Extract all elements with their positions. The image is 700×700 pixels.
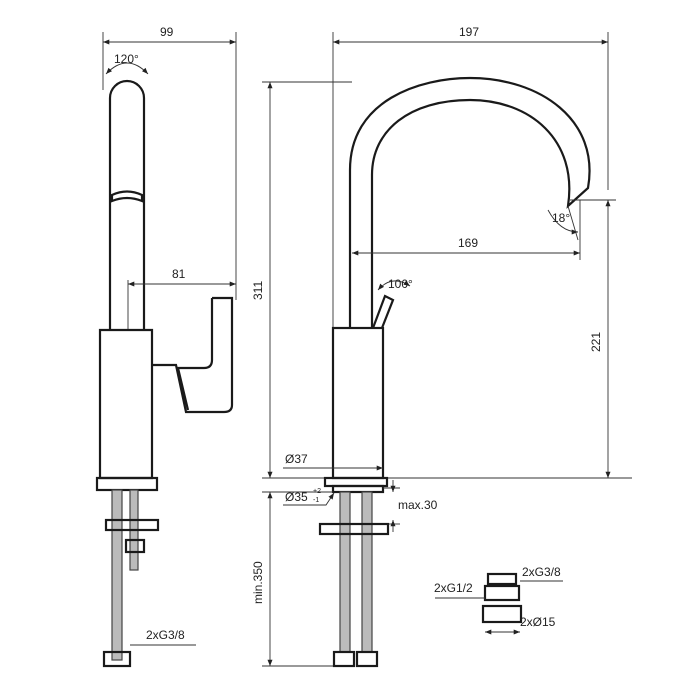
- width-label: 99: [160, 25, 174, 39]
- connection-label: 2xG3/8: [146, 628, 185, 642]
- hose: [111, 489, 123, 661]
- lever: [152, 296, 234, 414]
- hole-tolerance-lower: -1: [313, 497, 319, 504]
- spout-angle-label: 18°: [552, 211, 570, 225]
- min-length-label: min.350: [251, 561, 265, 604]
- adapter-inlet: [481, 604, 523, 624]
- aerator: [110, 190, 144, 203]
- hole-diameter-label: Ø35: [285, 490, 308, 504]
- lever-offset-label: 81: [172, 267, 186, 281]
- adapter-detail: 2xG3/8 2xG1/2 2xØ15: [434, 565, 563, 635]
- hose-nut: [102, 650, 132, 668]
- adapter-body: [483, 584, 521, 602]
- base-plate: [323, 476, 389, 488]
- front-view: 197 311 18° 169 221 100° Ø37 Ø35 +2 -1: [251, 25, 632, 668]
- outlet-label: 2xG3/8: [522, 565, 561, 579]
- rotation-arc: [105, 62, 149, 75]
- inlet-label: 2xG1/2: [434, 581, 473, 595]
- adapter-outlet: [486, 572, 518, 586]
- spout-height-label: 221: [589, 332, 603, 352]
- spout: [348, 76, 591, 328]
- max-thickness-label: max.30: [398, 498, 438, 512]
- body-diameter-label: Ø37: [285, 452, 308, 466]
- height-label: 311: [251, 281, 265, 300]
- hose-left: [339, 491, 351, 653]
- hose-right: [361, 491, 373, 653]
- pipe-label: 2xØ15: [520, 615, 556, 629]
- spout-reach-label: 169: [458, 236, 478, 250]
- hole-tolerance-upper: +2: [313, 488, 321, 495]
- spout-tube: [108, 79, 146, 330]
- body: [331, 326, 385, 480]
- width-label: 197: [459, 25, 479, 39]
- lever-angle-label: 100°: [388, 277, 413, 291]
- lever: [371, 294, 395, 329]
- rotation-label: 120°: [114, 52, 139, 66]
- fixing-plate: [104, 518, 160, 532]
- body: [98, 328, 154, 480]
- side-view: 99 120° 81 2xG3/8: [95, 25, 237, 668]
- base-plate: [95, 476, 159, 492]
- fixing-plate: [318, 522, 390, 536]
